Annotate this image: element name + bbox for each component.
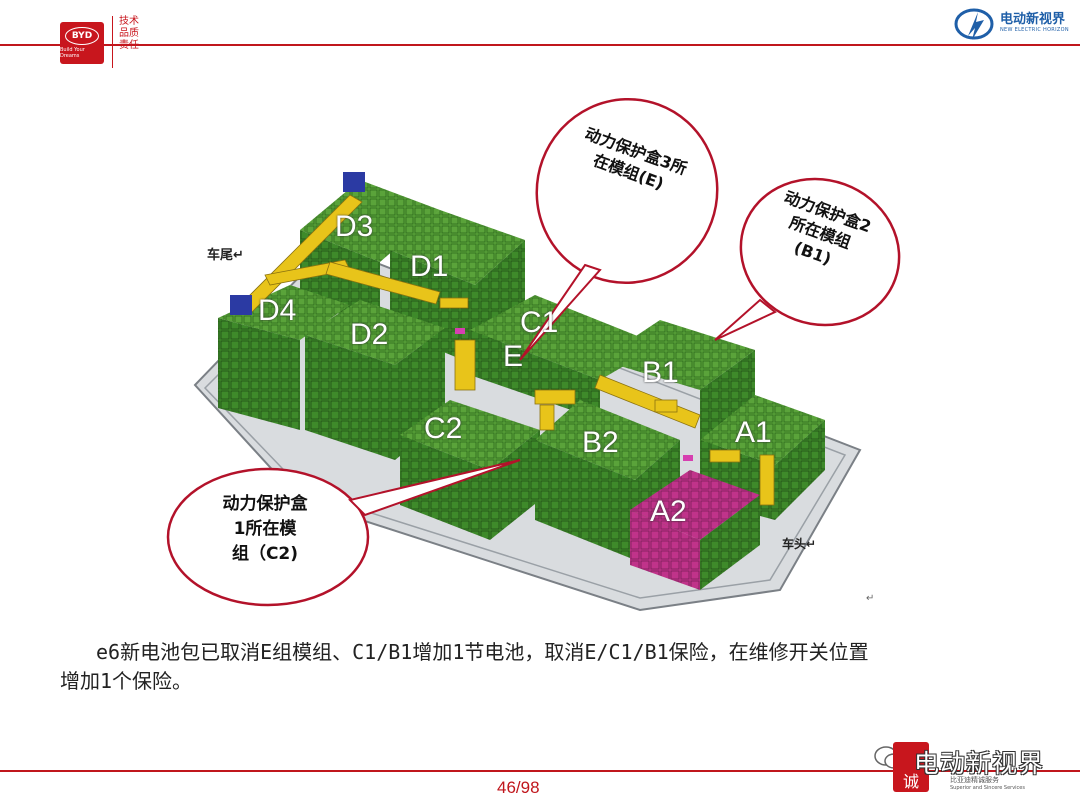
end-brackets bbox=[230, 172, 365, 315]
module-label: B1 bbox=[642, 356, 679, 389]
brand-name: 电动新视界 bbox=[1000, 12, 1066, 27]
motto-logo: 技术 品质 责任 bbox=[112, 16, 162, 68]
module-d4 bbox=[218, 285, 350, 430]
module-label: A1 bbox=[735, 416, 772, 449]
module-label: D3 bbox=[335, 210, 374, 243]
motto-line: 技术 bbox=[119, 16, 139, 27]
callout-e bbox=[519, 97, 719, 361]
callout-line: 动力保护盒 bbox=[222, 494, 308, 514]
page-number: 46/98 bbox=[497, 778, 540, 797]
description-line-2: 增加1个保险。 bbox=[60, 669, 193, 693]
byd-logo-sub: Build Your Dreams bbox=[60, 47, 85, 59]
footer-rule bbox=[0, 770, 1080, 772]
watermark-text: 电动新视界 bbox=[914, 749, 1045, 778]
byd-logo-text: BYD bbox=[65, 27, 99, 45]
callout-line: 1所在模 bbox=[233, 519, 297, 539]
byd-logo: BYD Build Your Dreams bbox=[60, 22, 104, 64]
module-label: B2 bbox=[582, 426, 619, 459]
module-label: D4 bbox=[258, 294, 297, 327]
module-c2 bbox=[400, 400, 540, 540]
callout-c2 bbox=[166, 459, 521, 607]
module-label: A2 bbox=[650, 495, 687, 528]
module-label: C2 bbox=[424, 412, 463, 445]
module-label: E bbox=[503, 340, 524, 373]
label-tail: 车尾↵ bbox=[207, 248, 244, 263]
callout-c2-text: 动力保护盒 1所在模 组（C2) bbox=[200, 492, 330, 567]
module-a2 bbox=[630, 470, 760, 590]
fuse-markers bbox=[455, 328, 693, 461]
description-line-1: e6新电池包已取消E组模组、C1/B1增加1节电池，取消E/C1/B1保险，在维… bbox=[96, 640, 869, 664]
motto-line: 品质 bbox=[119, 28, 139, 39]
busbar-connectors bbox=[239, 194, 775, 506]
module-label: D2 bbox=[350, 318, 389, 351]
description-text: e6新电池包已取消E组模组、C1/B1增加1节电池，取消E/C1/B1保险，在维… bbox=[60, 638, 1020, 696]
return-mark: ↵ bbox=[866, 593, 874, 604]
module-label: D1 bbox=[410, 250, 449, 283]
brand-english: NEW ELECTRIC HORIZON bbox=[1000, 27, 1069, 33]
motto-line: 责任 bbox=[119, 40, 139, 51]
watermark-sub-cn: 比亚迪精诚服务 bbox=[950, 776, 999, 784]
label-head: 车头↵ bbox=[782, 537, 817, 551]
watermark-seal: 诚 bbox=[893, 742, 929, 792]
module-label: C1 bbox=[520, 306, 559, 339]
callout-b1 bbox=[714, 177, 901, 341]
module-d2 bbox=[305, 300, 445, 460]
ev-brand-logo-icon bbox=[954, 8, 994, 40]
header-rule bbox=[0, 44, 1080, 46]
watermark-sub-en: Superior and Sincere Services bbox=[950, 785, 1025, 791]
callout-line: 组（C2) bbox=[231, 544, 299, 564]
